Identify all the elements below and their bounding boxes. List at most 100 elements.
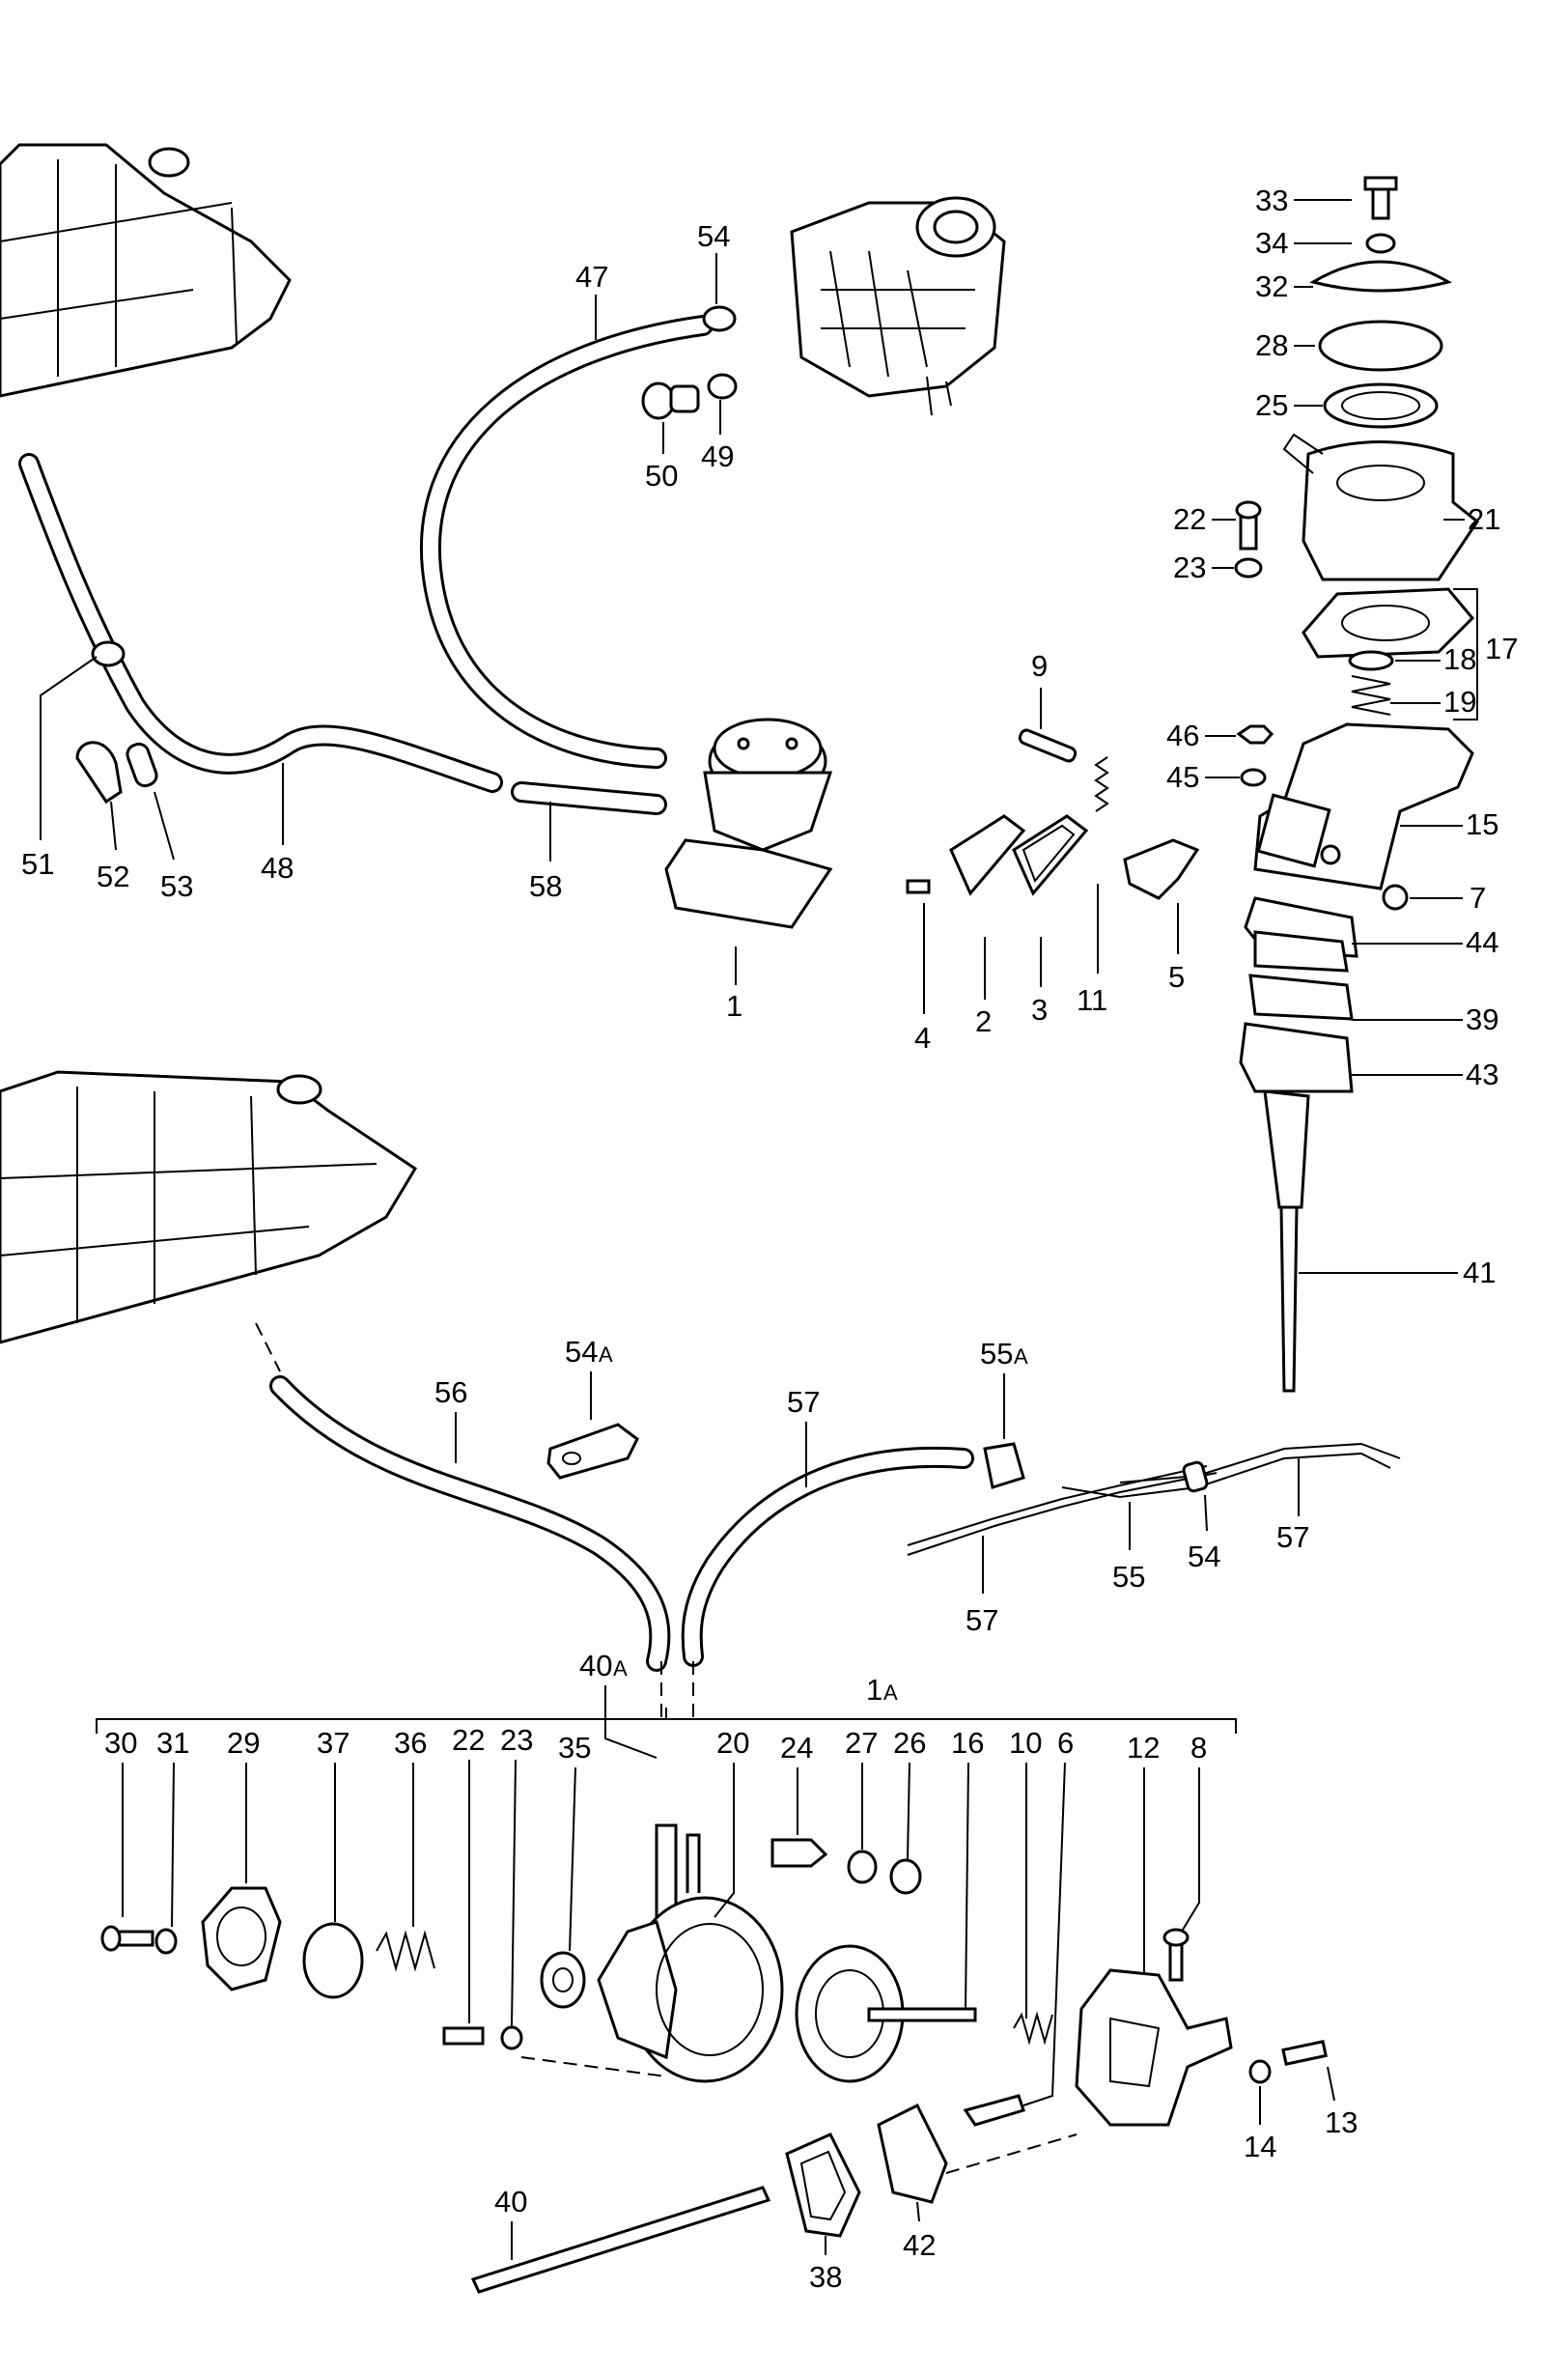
screw-33 <box>1363 176 1398 220</box>
label-49: 49 <box>701 400 734 473</box>
washer-27 <box>847 1850 878 1884</box>
label-22-top: 22 <box>1173 502 1236 536</box>
label-4: 4 <box>914 903 931 1055</box>
svg-text:10: 10 <box>1009 1726 1042 1760</box>
washer-45 <box>1240 768 1267 787</box>
label-57-b: 57 <box>966 1536 998 1637</box>
gasket-39 <box>1248 974 1354 1021</box>
svg-text:A: A <box>599 1342 613 1367</box>
fitting-50-49 <box>641 373 738 420</box>
svg-text:32: 32 <box>1255 269 1288 303</box>
svg-text:11: 11 <box>1077 983 1107 1017</box>
svg-text:57: 57 <box>1276 1520 1309 1554</box>
ring-28 <box>1318 320 1443 372</box>
label-18: 18 <box>1395 642 1476 676</box>
label-2: 2 <box>975 937 992 1038</box>
svg-text:52: 52 <box>97 860 129 893</box>
label-8: 8 <box>1182 1731 1207 1931</box>
pushrod-41 <box>1263 1089 1310 1393</box>
svg-text:53: 53 <box>160 869 193 903</box>
label-47: 47 <box>575 260 608 340</box>
label-12: 12 <box>1127 1731 1160 1975</box>
label-26: 26 <box>893 1726 926 1860</box>
fuel-tank-middle <box>0 1070 418 1344</box>
washer-23-bottom <box>500 2025 523 2050</box>
label-9: 9 <box>1031 649 1048 729</box>
flange-43 <box>1239 1022 1354 1093</box>
diaphragm-25 <box>1323 382 1439 429</box>
fuel-pump-1 <box>664 718 833 929</box>
rod-40 <box>470 2186 771 2294</box>
lower-body-12 <box>1075 1968 1233 2127</box>
spring-18-19 <box>1348 650 1394 716</box>
svg-text:4: 4 <box>914 1021 931 1055</box>
svg-text:6: 6 <box>1057 1726 1074 1760</box>
label-13: 13 <box>1325 2066 1358 2139</box>
label-57-c: 57 <box>1276 1458 1309 1554</box>
label-52: 52 <box>97 801 129 893</box>
label-39: 39 <box>1352 1003 1498 1036</box>
label-58: 58 <box>529 802 562 903</box>
label-45: 45 <box>1166 760 1240 794</box>
svg-text:54: 54 <box>697 219 730 253</box>
svg-text:55: 55 <box>980 1337 1013 1370</box>
lever-6 <box>963 2094 1025 2127</box>
plug-26 <box>889 1858 922 1895</box>
svg-text:A: A <box>613 1656 628 1681</box>
hose-56 <box>269 1375 671 1672</box>
svg-text:46: 46 <box>1166 719 1199 752</box>
label-41: 41 <box>1299 1256 1496 1289</box>
screw-22-top <box>1235 500 1262 551</box>
svg-text:30: 30 <box>104 1726 137 1760</box>
svg-text:28: 28 <box>1255 328 1288 362</box>
cover-32 <box>1309 260 1452 293</box>
carburetor <box>790 196 1006 416</box>
label-23-top: 23 <box>1173 551 1234 584</box>
svg-text:25: 25 <box>1255 388 1288 422</box>
svg-text:A: A <box>883 1681 898 1705</box>
label-31: 31 <box>156 1726 189 1928</box>
svg-text:43: 43 <box>1466 1058 1498 1091</box>
svg-text:21: 21 <box>1468 502 1500 536</box>
label-23-bottom: 23 <box>500 1723 533 2027</box>
spring-10 <box>1013 2011 1053 2046</box>
label-34: 34 <box>1255 226 1352 260</box>
svg-text:5: 5 <box>1168 960 1185 994</box>
label-21: 21 <box>1443 502 1500 536</box>
svg-text:51: 51 <box>21 847 54 881</box>
label-19: 19 <box>1390 685 1476 719</box>
label-35: 35 <box>558 1731 591 1952</box>
gasket-17 <box>1302 587 1475 659</box>
label-33: 33 <box>1255 184 1352 217</box>
svg-text:3: 3 <box>1031 993 1048 1027</box>
screw-30 <box>100 1925 154 1952</box>
svg-text:48: 48 <box>261 851 294 885</box>
svg-text:54: 54 <box>1188 1540 1220 1573</box>
washer-14 <box>1248 2059 1272 2084</box>
label-53: 53 <box>154 791 193 903</box>
svg-text:49: 49 <box>701 439 734 473</box>
hose-57a <box>681 1446 974 1667</box>
svg-text:9: 9 <box>1031 649 1048 683</box>
label-20: 20 <box>714 1726 749 1918</box>
label-54-mid: 54 <box>1188 1494 1220 1573</box>
hose-58 <box>511 781 667 815</box>
gasket-42 <box>877 2103 948 2204</box>
label-56: 56 <box>434 1375 467 1463</box>
svg-text:23: 23 <box>500 1723 533 1757</box>
svg-text:16: 16 <box>951 1726 984 1760</box>
svg-text:29: 29 <box>227 1726 260 1760</box>
label-51: 51 <box>21 656 98 881</box>
label-57-a: 57 <box>787 1385 820 1487</box>
screw-8 <box>1162 1928 1190 1982</box>
grommet-55A <box>983 1442 1025 1489</box>
svg-text:26: 26 <box>893 1726 926 1760</box>
label-11: 11 <box>1077 884 1107 1017</box>
dash-40A <box>660 1661 694 1719</box>
svg-text:36: 36 <box>394 1726 427 1760</box>
svg-text:1: 1 <box>726 989 742 1023</box>
clamp-54-top <box>702 305 737 332</box>
